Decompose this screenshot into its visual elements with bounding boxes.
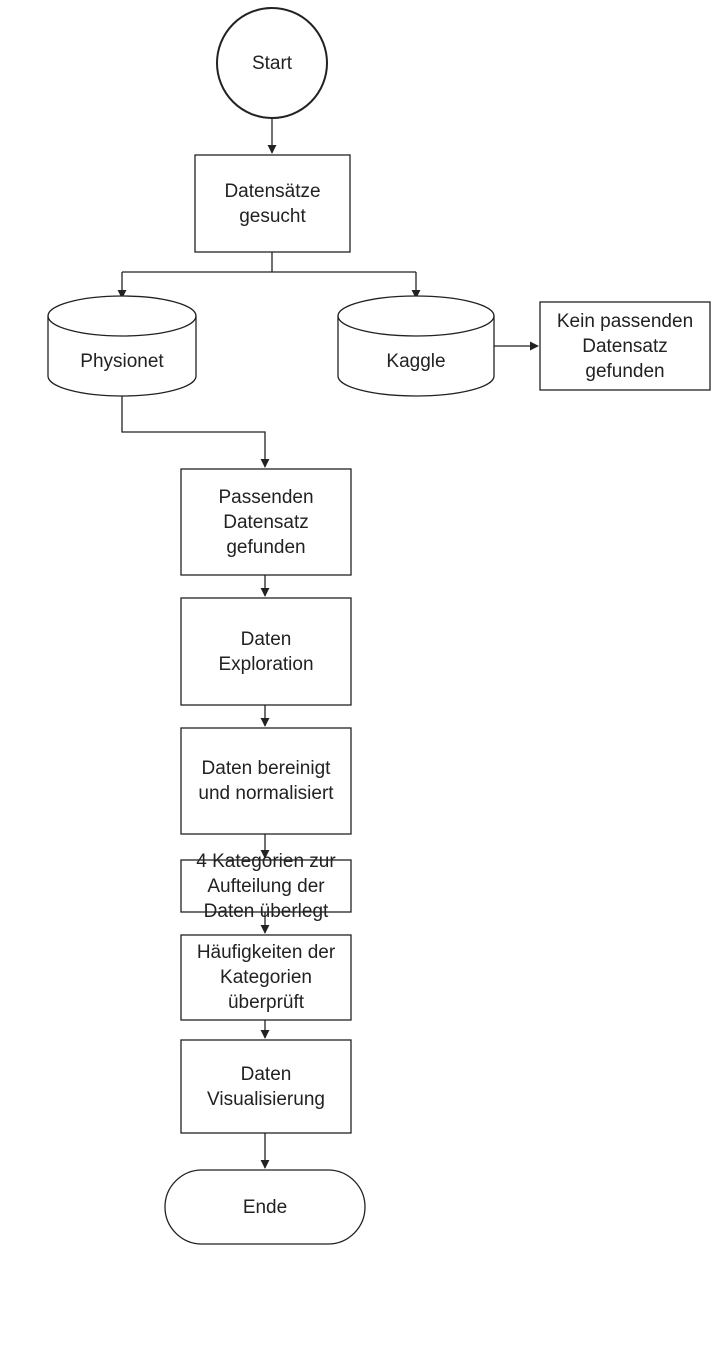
start-node: Start <box>251 52 293 74</box>
physionet-node-shape <box>47 295 197 397</box>
kaggle-node-shape <box>337 295 495 397</box>
ende-node-shape <box>164 1169 366 1245</box>
start-node-shape <box>216 7 328 119</box>
visualisierung-node: Daten Visualisierung <box>207 1063 325 1110</box>
kategorien-node-shape <box>180 859 352 913</box>
datensaetze-node: Datensätze gesucht <box>224 180 321 227</box>
passenden-node: Passenden Datensatz gefunden <box>218 486 314 558</box>
physionet-node-rim <box>47 315 197 337</box>
passenden-node-shape <box>180 468 352 576</box>
physionet-node: Physionet <box>80 350 164 372</box>
exploration-node: Daten Exploration <box>218 628 314 675</box>
edge-physionet-to-passenden <box>121 396 270 468</box>
kein-passenden-node: Kein passenden Datensatz gefunden <box>556 310 694 382</box>
edge-datensaetze-split <box>122 252 416 273</box>
kategorien-node: 4 Kategorien zur Aufteilung der Daten üb… <box>196 850 336 922</box>
bereinigt-node-shape <box>180 727 352 835</box>
kein-passenden-node-shape <box>539 301 711 391</box>
visualisierung-node-shape <box>180 1039 352 1134</box>
exploration-node-shape <box>180 597 352 706</box>
datensaetze-node-shape <box>194 154 351 253</box>
haeufigkeiten-node: Häufigkeiten der Kategorien überprüft <box>196 942 336 1013</box>
kaggle-node-rim <box>337 315 495 337</box>
haeufigkeiten-node-shape <box>180 934 352 1021</box>
kaggle-node: Kaggle <box>386 350 446 372</box>
bereinigt-node: Daten bereinigt und normalisiert <box>198 758 334 804</box>
ende-node: Ende <box>242 1196 288 1218</box>
